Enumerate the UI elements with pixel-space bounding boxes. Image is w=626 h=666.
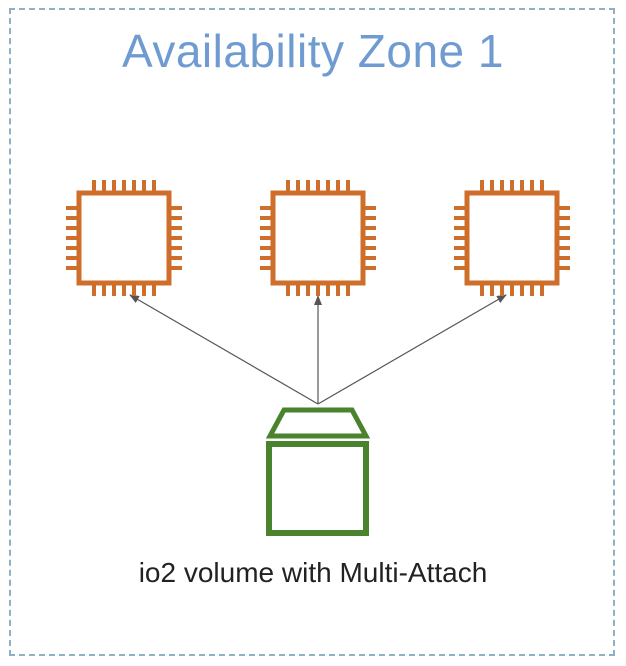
volume-label: io2 volume with Multi-Attach <box>138 557 488 588</box>
attach-arrow-1 <box>129 294 319 405</box>
attach-arrow-3 <box>317 294 507 405</box>
ec2-instance-chip-icon <box>66 180 182 296</box>
ec2-instance-chip-icon <box>260 180 376 296</box>
availability-zone-boundary <box>9 8 615 656</box>
ec2-instance-chip-icon <box>454 180 570 296</box>
ebs-volume-icon <box>265 407 371 536</box>
zone-title: Availability Zone 1 <box>122 25 504 77</box>
